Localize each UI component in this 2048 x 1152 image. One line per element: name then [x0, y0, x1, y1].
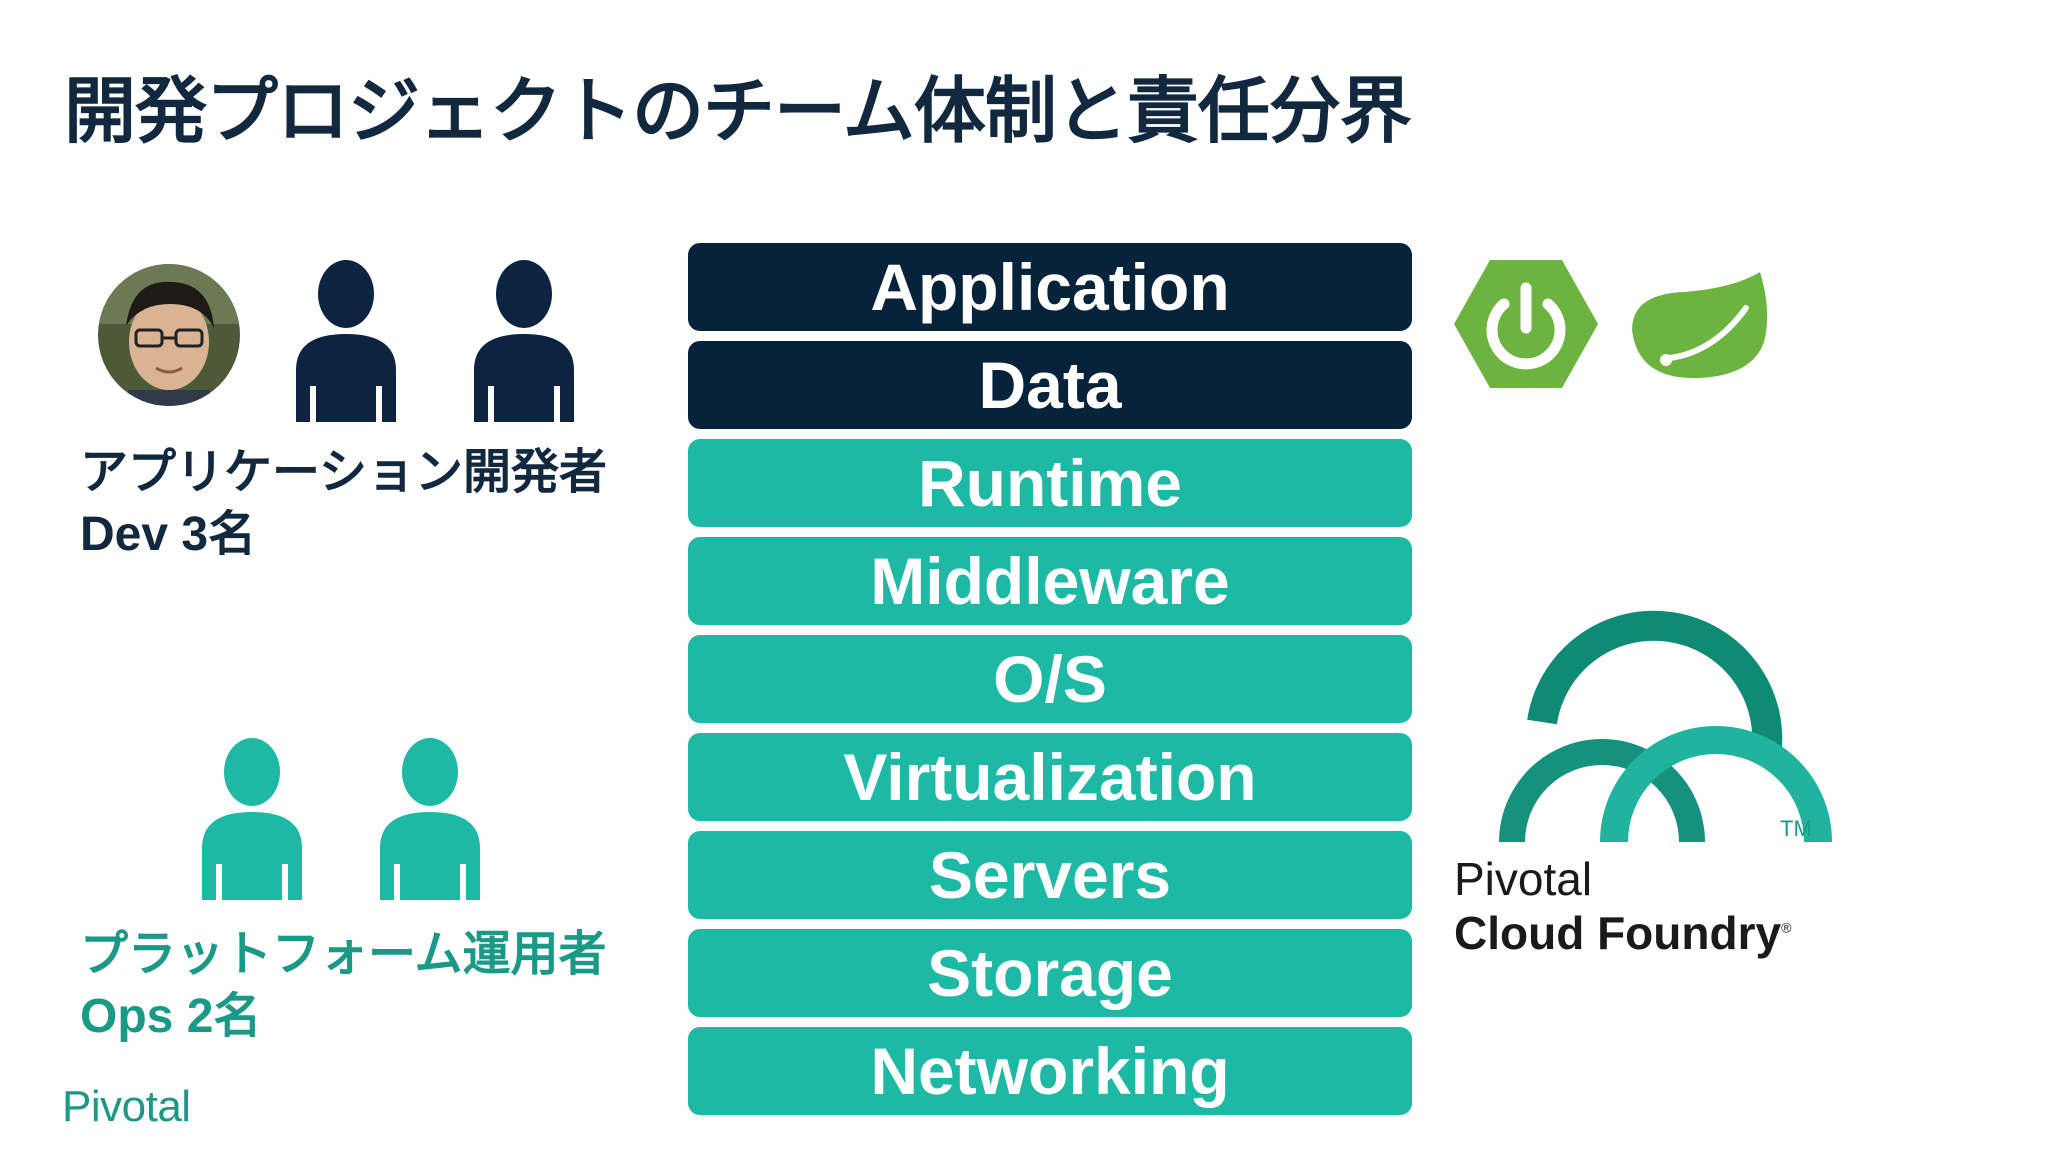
- stack-layer-middleware: Middleware: [688, 537, 1412, 625]
- pivotal-footer-logo: Pivotal: [62, 1082, 191, 1131]
- stack-layer-storage: Storage: [688, 929, 1412, 1017]
- dev-team-count: Dev 3名: [80, 508, 257, 561]
- developer-photo-avatar: [98, 264, 240, 406]
- spring-boot-logo-icon: [1454, 260, 1598, 388]
- stack-layer-networking: Networking: [688, 1027, 1412, 1115]
- dev-team-label: アプリケーション開発者 Dev 3名: [80, 442, 607, 566]
- responsibility-stack: Application Data Runtime Middleware O/S …: [688, 243, 1412, 1125]
- stack-layer-servers: Servers: [688, 831, 1412, 919]
- operator-person-icon: [202, 738, 302, 900]
- spring-framework-logo-icon: [1632, 272, 1768, 379]
- developer-person-icon: [296, 260, 396, 422]
- developer-person-icon: [474, 260, 574, 422]
- pivotal-cloud-foundry-logo-icon: [1499, 610, 1832, 842]
- dev-team-role: アプリケーション開発者: [80, 446, 608, 499]
- pcf-wordmark-text: Cloud Foundry: [1454, 907, 1782, 959]
- ops-team-role: プラットフォーム運用者: [80, 928, 607, 981]
- stack-layer-application: Application: [688, 243, 1412, 331]
- ops-team-label: プラットフォーム運用者 Ops 2名: [80, 924, 607, 1048]
- pcf-trademark: TM: [1780, 816, 1812, 841]
- stack-layer-data: Data: [688, 341, 1412, 429]
- stack-layer-os: O/S: [688, 635, 1412, 723]
- slide-title: 開発プロジェクトのチーム体制と責任分界: [64, 72, 1412, 152]
- stack-layer-virtualization: Virtualization: [688, 733, 1412, 821]
- pcf-wordmark-pivotal: Pivotal: [1454, 853, 1593, 905]
- operator-person-icon: [380, 738, 480, 900]
- ops-team-count: Ops 2名: [80, 990, 262, 1043]
- pcf-registered-mark: ®: [1781, 919, 1792, 936]
- stack-layer-runtime: Runtime: [688, 439, 1412, 527]
- pcf-wordmark-cloud-foundry: Cloud Foundry®: [1454, 906, 1791, 960]
